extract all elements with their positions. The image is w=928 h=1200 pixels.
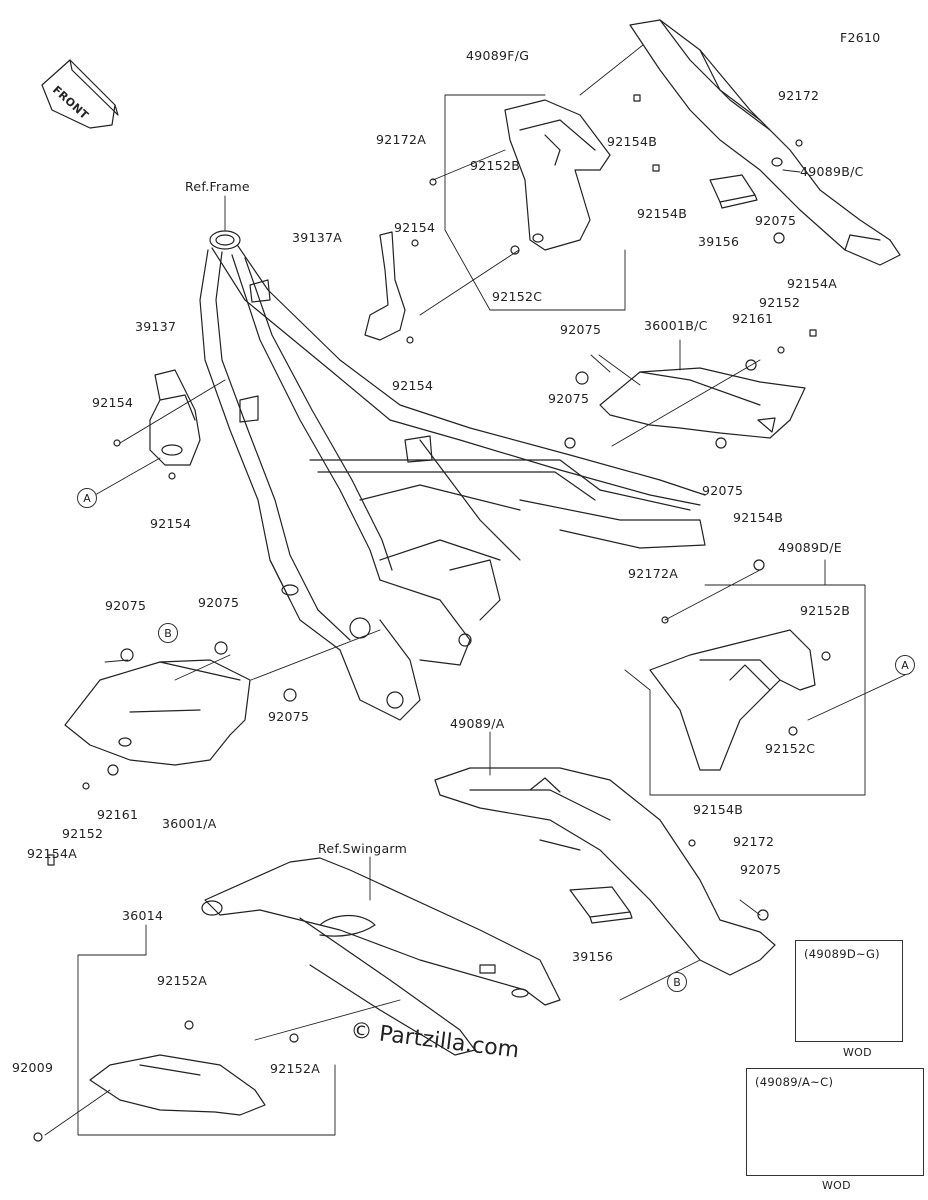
part-label: 92075 — [268, 709, 310, 724]
part-label: 92152B — [800, 603, 851, 618]
part-label: 92154 — [394, 220, 436, 235]
part-label: 92152B — [470, 158, 521, 173]
part-label: 49089F/G — [466, 48, 530, 63]
inset-title: (49089D~G) — [804, 947, 880, 961]
part-label: 92154B — [637, 206, 688, 221]
cover-36001bc — [599, 367, 806, 439]
part-label: 49089/A — [450, 716, 505, 731]
inset-title: (49089/A~C) — [755, 1075, 834, 1089]
part-label: 92075 — [702, 483, 744, 498]
ref-swingarm-label: Ref.Swingarm — [318, 841, 408, 856]
inset-caption: WOD — [843, 1046, 872, 1059]
part-label: 92154 — [92, 395, 134, 410]
part-label: 92154A — [787, 276, 838, 291]
part-label: 92154 — [392, 378, 434, 393]
part-label: 92075 — [740, 862, 782, 877]
part-label: 92075 — [105, 598, 147, 613]
part-label: 36001B/C — [644, 318, 708, 333]
callout-a-left: A — [77, 488, 97, 508]
bolts — [33, 94, 831, 1142]
bracket-39137a — [364, 231, 406, 341]
cover-36001a — [64, 659, 251, 766]
front-arrow-icon — [41, 59, 119, 129]
chain-guard-36014 — [89, 1054, 266, 1116]
bracket-39137 — [149, 369, 201, 466]
leader-lines — [44, 44, 906, 1136]
part-label: 92172 — [733, 834, 775, 849]
lower-cowl-49089a — [434, 767, 776, 976]
part-label: 92172 — [778, 88, 820, 103]
side-cover-49089de — [649, 629, 816, 771]
side-cover-49089fg — [504, 99, 611, 251]
part-label: 92154 — [150, 516, 192, 531]
part-label: 92154B — [693, 802, 744, 817]
part-label: 39137A — [292, 230, 343, 245]
part-label: 92152C — [492, 289, 543, 304]
part-label: 92009 — [12, 1060, 54, 1075]
part-label: 92161 — [732, 311, 774, 326]
part-label: 39156 — [698, 234, 740, 249]
part-label: 92152C — [765, 741, 816, 756]
part-label: 92172A — [376, 132, 427, 147]
figure-code: F2610 — [840, 30, 881, 45]
inset-caption: WOD — [822, 1179, 851, 1192]
inset-box-49089dg: (49089D~G) — [795, 940, 903, 1042]
part-label: 92152A — [157, 973, 208, 988]
part-label: 36014 — [122, 908, 164, 923]
callout-b-left: B — [158, 623, 178, 643]
part-label: 92172A — [628, 566, 679, 581]
swingarm-drawing — [201, 857, 561, 1056]
part-label: 92154A — [27, 846, 78, 861]
callout-b-bottom: B — [667, 972, 687, 992]
seat-cover-49089bc — [629, 19, 901, 266]
part-label: 39156 — [572, 949, 614, 964]
part-label: 39137 — [135, 319, 177, 334]
frame-drawing — [199, 230, 706, 721]
part-label: 49089B/C — [800, 164, 864, 179]
part-label: 92075 — [755, 213, 797, 228]
part-label: 36001/A — [162, 816, 217, 831]
part-label: 92152A — [270, 1061, 321, 1076]
part-label: 92154B — [607, 134, 658, 149]
tape-39156-lower — [569, 886, 633, 924]
part-label: 92075 — [560, 322, 602, 337]
part-label: 92075 — [548, 391, 590, 406]
inset-box-49089ac: (49089/A~C) — [746, 1068, 924, 1176]
part-label: 92075 — [198, 595, 240, 610]
part-label: 92152 — [759, 295, 801, 310]
tape-39156-upper — [709, 174, 758, 209]
part-label: 49089D/E — [778, 540, 842, 555]
callout-a-right: A — [895, 655, 915, 675]
part-label: 92161 — [97, 807, 139, 822]
part-label: 92154B — [733, 510, 784, 525]
part-label: 92152 — [62, 826, 104, 841]
ref-frame-label: Ref.Frame — [185, 179, 250, 194]
